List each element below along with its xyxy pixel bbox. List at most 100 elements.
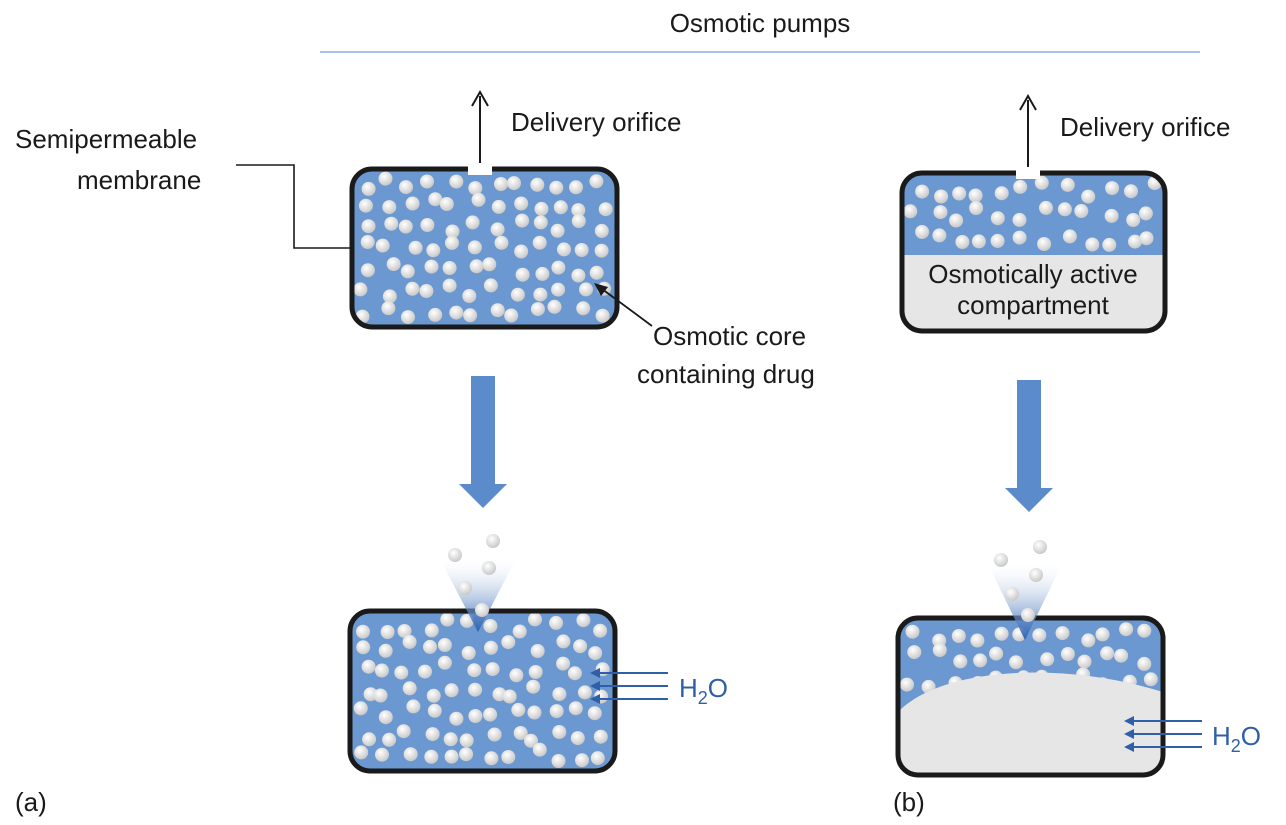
drug-particle bbox=[428, 192, 443, 207]
drug-particles bbox=[903, 175, 1162, 252]
drug-particle bbox=[375, 747, 389, 762]
drug-particle bbox=[1062, 229, 1077, 244]
drug-particle bbox=[510, 287, 525, 302]
drug-particle bbox=[900, 677, 914, 692]
drug-particle bbox=[571, 268, 586, 283]
drug-particle bbox=[483, 707, 498, 722]
drug-particle bbox=[532, 742, 547, 757]
drug-particle bbox=[532, 235, 547, 250]
drug-particle bbox=[512, 624, 527, 639]
drug-particle bbox=[381, 301, 396, 316]
delivery-orifice-b bbox=[1016, 167, 1040, 179]
panel-b-tag: (b) bbox=[893, 787, 925, 817]
drug-particle bbox=[1013, 179, 1028, 194]
drug-particle bbox=[491, 199, 506, 214]
drug-particle bbox=[382, 200, 397, 215]
drug-particle bbox=[437, 638, 452, 652]
drug-particle bbox=[425, 727, 440, 742]
drug-particle bbox=[528, 665, 543, 679]
drug-particle bbox=[551, 754, 566, 768]
drug-particle bbox=[567, 666, 582, 681]
drug-particle bbox=[483, 619, 498, 633]
drug-particle bbox=[467, 663, 482, 678]
drug-particle bbox=[530, 644, 545, 658]
expanded-osmotic-compartment bbox=[898, 672, 1163, 775]
drug-particle bbox=[471, 192, 486, 207]
drug-particle bbox=[484, 751, 499, 766]
released-particle bbox=[458, 581, 472, 595]
drug-particle bbox=[468, 682, 483, 697]
drug-particle bbox=[1034, 175, 1049, 190]
core-pointer-arrow bbox=[597, 285, 653, 327]
drug-particle bbox=[1114, 648, 1129, 663]
drug-particle bbox=[360, 235, 375, 249]
drug-particle bbox=[1081, 633, 1096, 648]
drug-particle bbox=[358, 198, 373, 213]
drug-particle bbox=[526, 679, 541, 694]
drug-particle bbox=[445, 224, 460, 239]
drug-particle bbox=[490, 222, 505, 237]
drug-particle bbox=[989, 646, 1004, 661]
drug-particle bbox=[1100, 646, 1115, 661]
drug-particle bbox=[487, 727, 502, 742]
drug-particle bbox=[571, 214, 586, 228]
drug-particle bbox=[1137, 623, 1152, 638]
drug-particle bbox=[553, 200, 568, 215]
drug-particle bbox=[511, 702, 526, 717]
released-drug-particles bbox=[994, 540, 1047, 622]
core-label-line1: Osmotic core bbox=[653, 321, 806, 351]
drug-particle bbox=[420, 174, 434, 189]
released-particle bbox=[486, 534, 500, 548]
drug-particle bbox=[1139, 231, 1154, 246]
drug-particle bbox=[549, 704, 564, 719]
drug-particle bbox=[424, 749, 439, 764]
pump-b-initial: Osmotically active compartment bbox=[899, 93, 1168, 334]
compartment-label-line2: compartment bbox=[957, 290, 1109, 320]
drug-particle bbox=[382, 289, 397, 304]
drug-particle bbox=[1137, 656, 1152, 671]
drug-particles bbox=[353, 171, 613, 325]
drug-particle bbox=[579, 282, 593, 297]
drug-particle bbox=[397, 624, 412, 638]
drug-particle bbox=[501, 750, 516, 764]
drug-particle bbox=[915, 225, 930, 239]
drug-particle bbox=[969, 201, 984, 215]
drug-particle bbox=[550, 223, 565, 238]
drug-particle bbox=[384, 216, 399, 231]
drug-particle bbox=[443, 732, 458, 747]
drug-particle bbox=[1104, 208, 1119, 223]
drug-particle bbox=[494, 177, 508, 191]
drug-particle bbox=[444, 749, 459, 764]
drug-particle bbox=[1077, 654, 1092, 669]
diagram-title: Osmotic pumps bbox=[670, 8, 851, 38]
drug-particle bbox=[595, 308, 610, 323]
drug-particle bbox=[356, 624, 370, 639]
drug-particle bbox=[594, 223, 609, 238]
drug-particle bbox=[598, 202, 613, 217]
drug-particle bbox=[400, 264, 415, 279]
drug-particle bbox=[951, 629, 966, 643]
drug-particle bbox=[424, 623, 439, 638]
drug-particle bbox=[354, 745, 369, 760]
water-influx-arrows-b bbox=[1124, 716, 1202, 752]
released-particle bbox=[482, 561, 496, 575]
released-drug-particles bbox=[448, 534, 500, 617]
drug-particle bbox=[361, 659, 376, 674]
drug-particle bbox=[1039, 200, 1053, 215]
drug-particle bbox=[1128, 234, 1142, 249]
drug-particle bbox=[549, 180, 564, 195]
drug-particle bbox=[932, 643, 947, 657]
drug-particle bbox=[427, 703, 442, 718]
drug-particle bbox=[530, 177, 545, 192]
drug-particle bbox=[557, 242, 571, 257]
panel-a: Delivery orifice Semipermeable membrane … bbox=[15, 89, 815, 817]
drug-particle bbox=[408, 240, 423, 255]
drug-particle bbox=[375, 238, 390, 253]
drug-particle bbox=[449, 711, 464, 726]
drug-particle bbox=[394, 665, 409, 680]
drug-particle bbox=[1060, 647, 1075, 661]
drug-particle bbox=[360, 263, 375, 278]
transition-arrow-a bbox=[459, 376, 507, 508]
drug-particle bbox=[462, 289, 477, 303]
release-cone-b bbox=[986, 560, 1064, 640]
